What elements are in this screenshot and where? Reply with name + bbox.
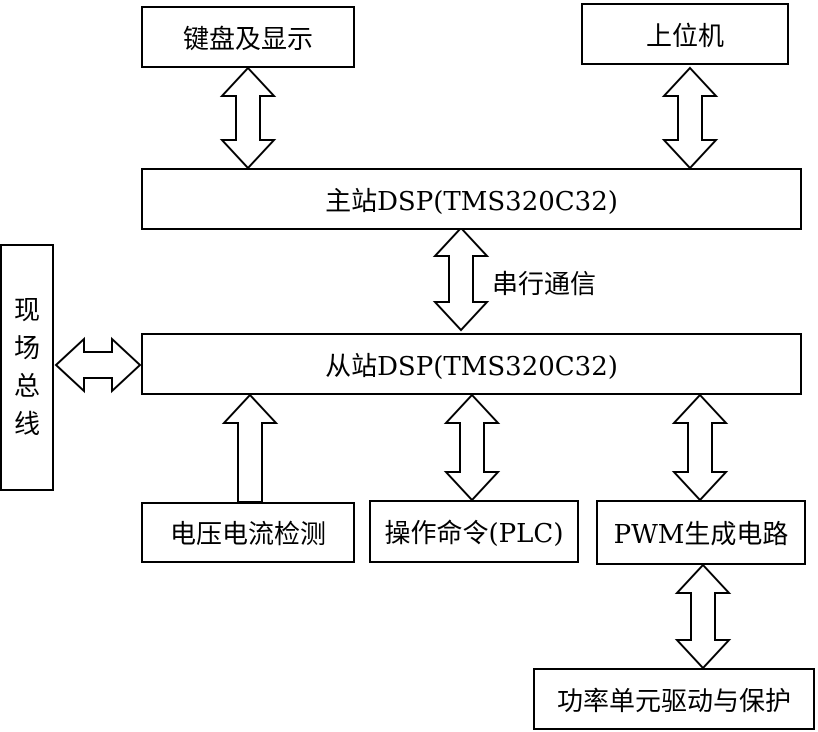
pwm-generation-label: PWM生成电路 — [613, 520, 789, 550]
power-unit-driver-label: 功率单元驱动与保护 — [556, 686, 791, 717]
serial-comm-label: 串行通信 — [492, 270, 597, 300]
fieldbus-char: 现 — [13, 295, 40, 326]
arrow-serial-comm — [432, 226, 490, 332]
arrow-pwm-slave — [671, 393, 729, 502]
master-dsp-label: 主站DSP(TMS320C32) — [325, 186, 618, 217]
power-unit-driver-box: 功率单元驱动与保护 — [533, 668, 815, 730]
voltage-current-detection-label: 电压电流检测 — [169, 520, 326, 550]
arrow-host-master — [661, 66, 719, 170]
pwm-generation-box: PWM生成电路 — [596, 500, 806, 565]
arrow-detection-slave — [221, 393, 279, 503]
arrow-fieldbus-slave — [54, 336, 142, 394]
fieldbus-char: 线 — [13, 409, 40, 440]
master-dsp-box: 主站DSP(TMS320C32) — [141, 168, 802, 230]
fieldbus-char: 场 — [13, 333, 40, 364]
slave-dsp-label: 从站DSP(TMS320C32) — [325, 351, 618, 382]
operation-command-label: 操作命令(PLC) — [384, 519, 564, 549]
fieldbus-box: 现 场 总 线 — [0, 244, 54, 491]
arrow-keyboard-master — [219, 66, 277, 170]
host-computer-label: 上位机 — [645, 21, 724, 52]
operation-command-box: 操作命令(PLC) — [369, 500, 579, 563]
fieldbus-char: 总 — [13, 371, 40, 402]
host-computer-box: 上位机 — [581, 3, 789, 65]
arrow-pwm-power — [674, 563, 732, 670]
slave-dsp-box: 从站DSP(TMS320C32) — [141, 333, 802, 395]
arrow-operation-slave — [443, 393, 501, 502]
keyboard-display-box: 键盘及显示 — [141, 6, 355, 68]
voltage-current-detection-box: 电压电流检测 — [141, 502, 355, 563]
keyboard-display-label: 键盘及显示 — [182, 24, 313, 55]
